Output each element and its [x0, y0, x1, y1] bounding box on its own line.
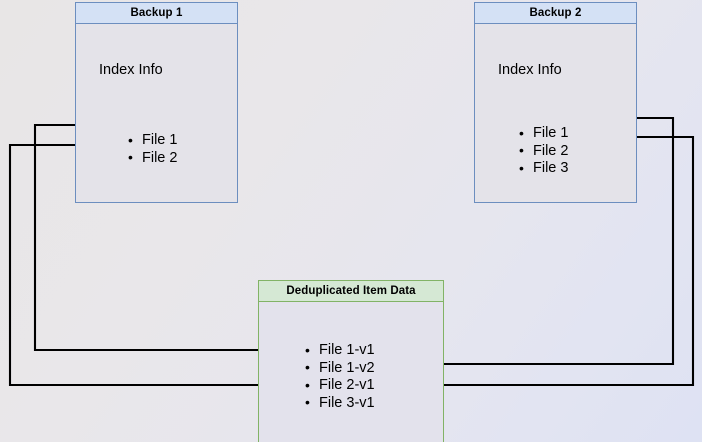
- backup-1-title: Backup 1: [76, 3, 237, 24]
- backup-1-file-item[interactable]: File 1: [128, 132, 177, 150]
- backup-1-file-list: File 1 File 2: [128, 132, 177, 167]
- dedup-item[interactable]: File 1-v2: [305, 359, 375, 378]
- dedup-item-list: File 1-v1 File 1-v2 File 2-v1 File 3-v1: [305, 342, 375, 412]
- backup-2-node[interactable]: Backup 2 Index Info File 1 File 2 File 3: [474, 2, 637, 203]
- deduplicated-item-data-body: File 1-v1 File 1-v2 File 2-v1 File 3-v1: [259, 302, 443, 442]
- dedup-item[interactable]: File 1-v1: [305, 342, 375, 360]
- backup-2-file-item[interactable]: File 2: [519, 142, 568, 161]
- backup-2-index-info-label: Index Info: [498, 62, 562, 78]
- backup-1-body: Index Info File 1 File 2: [76, 24, 237, 202]
- deduplicated-item-data-node[interactable]: Deduplicated Item Data File 1-v1 File 1-…: [258, 280, 444, 442]
- backup-2-title: Backup 2: [475, 3, 636, 24]
- backup-2-file-list: File 1 File 2 File 3: [519, 125, 568, 178]
- dedup-item[interactable]: File 2-v1: [305, 377, 375, 395]
- backup-2-file-item[interactable]: File 3: [519, 160, 568, 178]
- backup-2-file-item[interactable]: File 1: [519, 125, 568, 143]
- deduplicated-item-data-title: Deduplicated Item Data: [259, 281, 443, 302]
- backup-1-file-item[interactable]: File 2: [128, 149, 177, 168]
- backup-1-node[interactable]: Backup 1 Index Info File 1 File 2: [75, 2, 238, 203]
- dedup-item[interactable]: File 3-v1: [305, 394, 375, 413]
- backup-1-index-info-label: Index Info: [99, 62, 163, 78]
- backup-2-body: Index Info File 1 File 2 File 3: [475, 24, 636, 202]
